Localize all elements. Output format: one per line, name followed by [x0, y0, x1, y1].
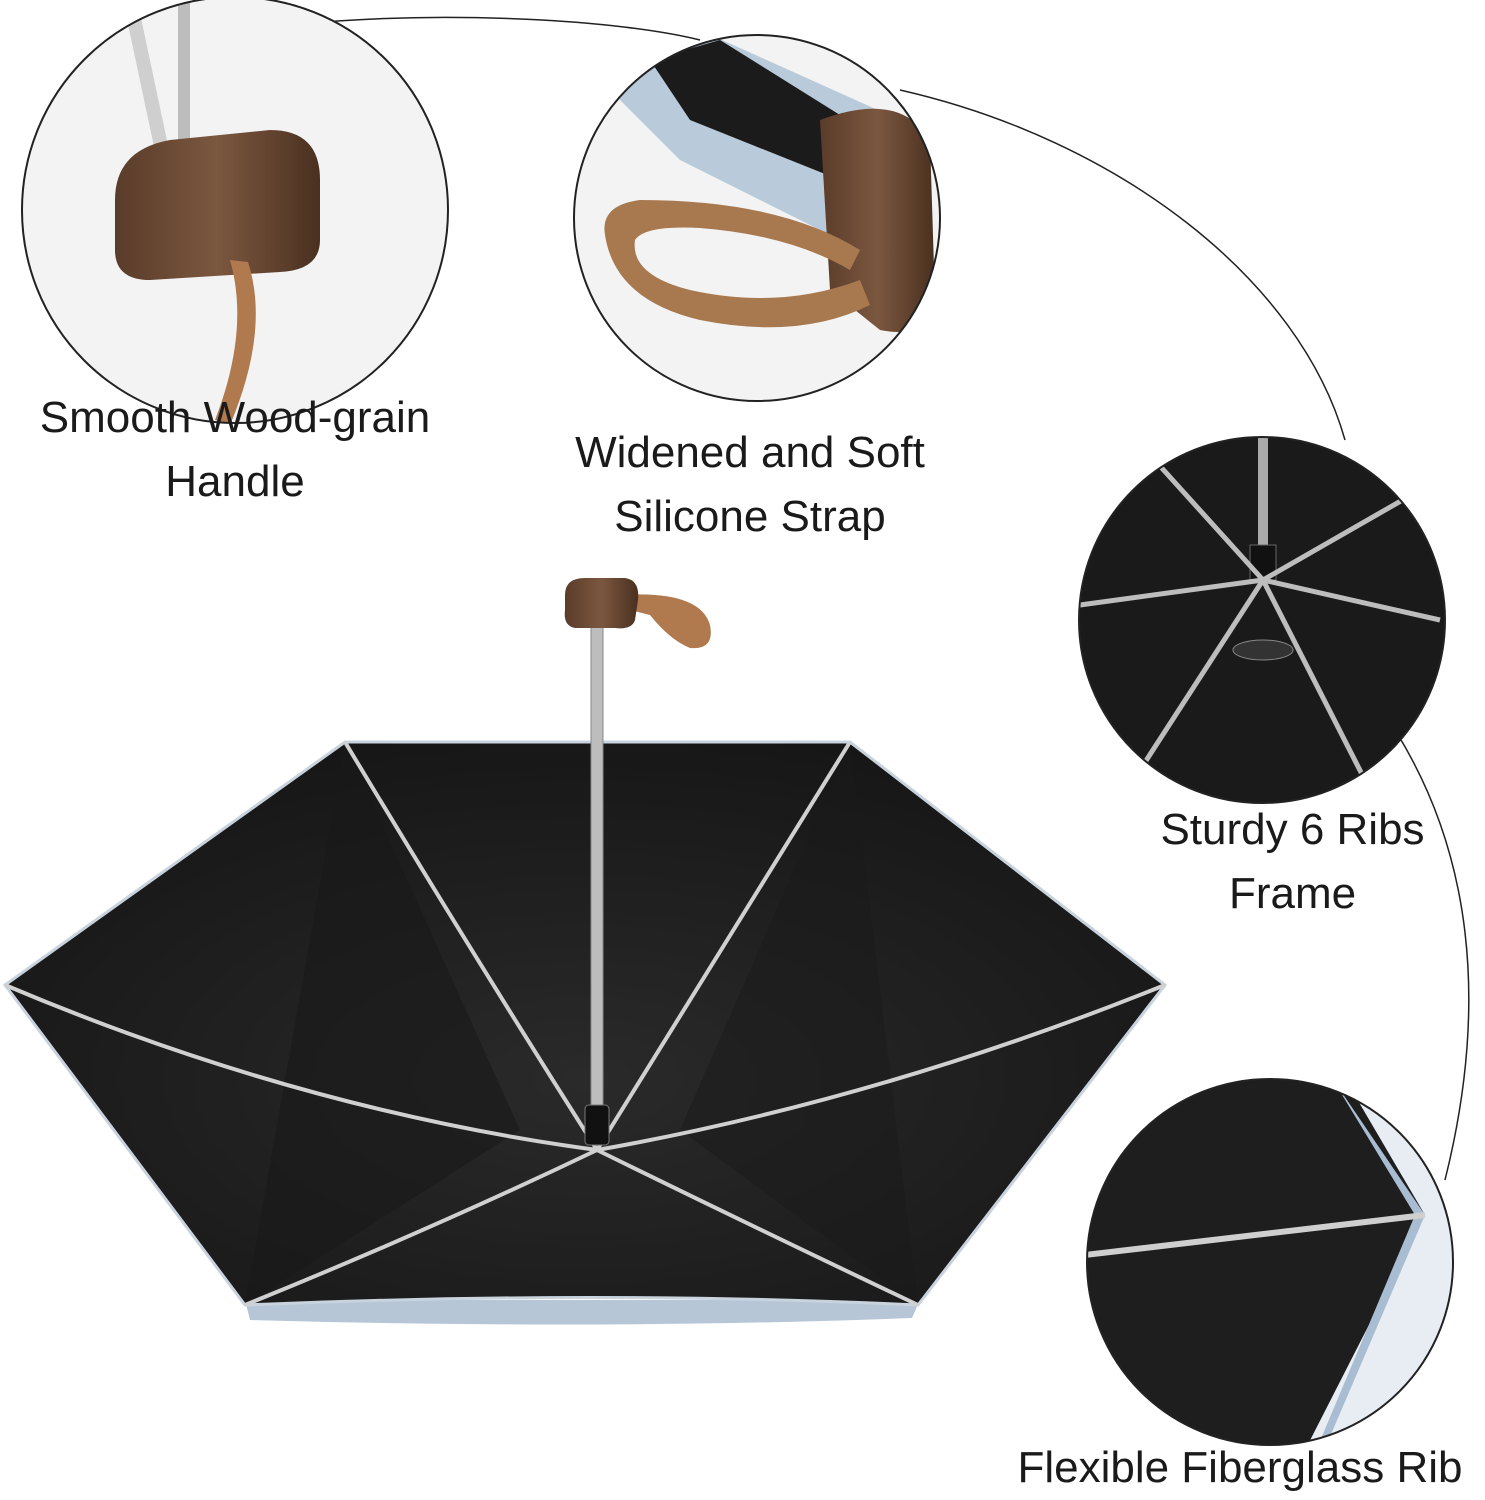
runner [584, 1104, 610, 1146]
canopy [2, 740, 1168, 1307]
strap [620, 594, 711, 649]
handle-detail-circle [22, 0, 448, 423]
umbrella-main [2, 578, 1168, 1325]
ribs-detail-circle [1079, 437, 1445, 803]
ribs [4, 740, 1166, 1307]
feature-label-ribs: Sturdy 6 Ribs Frame [1160, 805, 1425, 918]
shaft [590, 619, 604, 1111]
connector-line [899, 89, 1346, 441]
strap-detail-circle [574, 35, 940, 401]
fiberglass-rib-detail-circle [1087, 1079, 1453, 1445]
canopy-edge [245, 1300, 920, 1325]
wood-handle [564, 578, 639, 629]
connector-line [299, 16, 701, 41]
feature-label-fiberglass: Flexible Fiberglass Rib [1017, 1443, 1463, 1492]
feature-label-handle: Smooth Wood-grain Handle [39, 393, 431, 506]
feature-label-strap: Widened and Soft Silicone Strap [575, 428, 925, 541]
connector-line [1394, 729, 1470, 1181]
